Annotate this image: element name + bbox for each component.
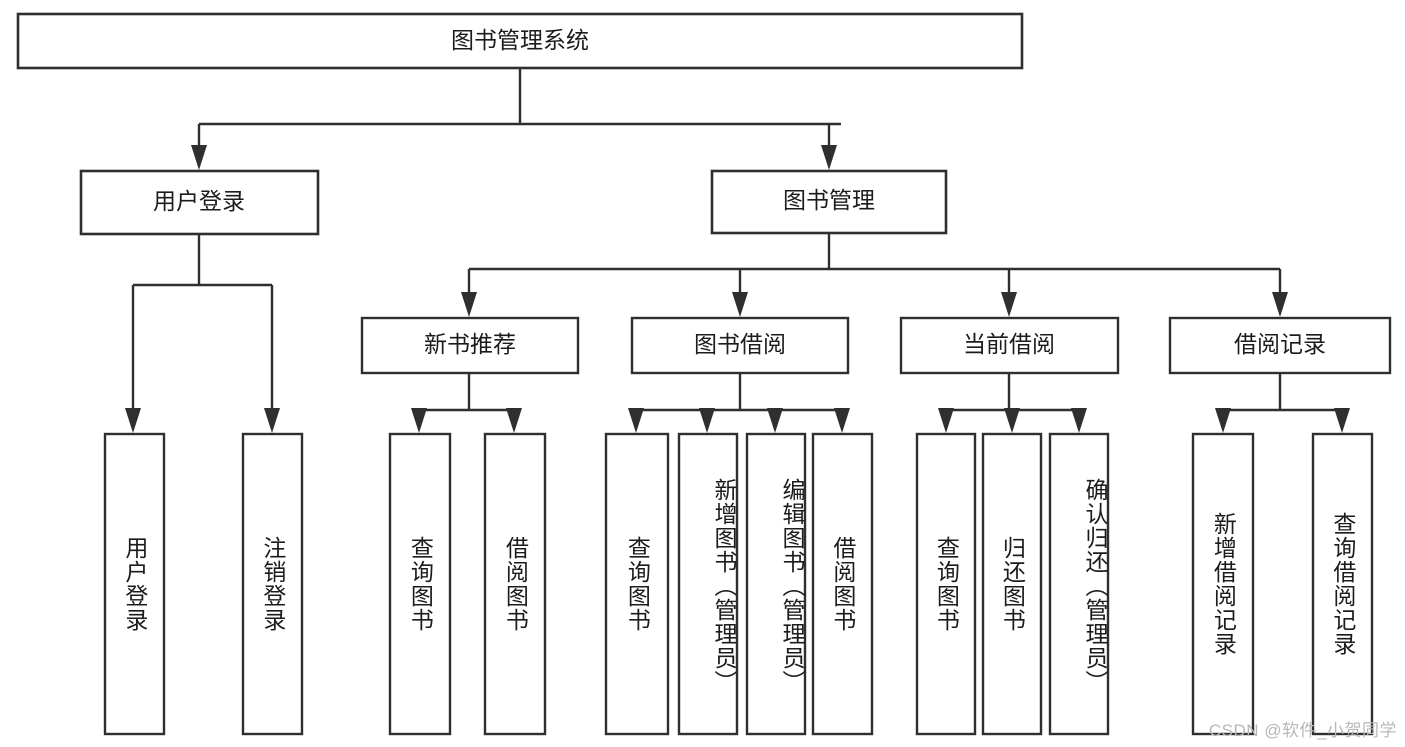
arrow-head-icon: [1001, 292, 1017, 317]
connector-user-login-to-leaves: [125, 234, 280, 433]
leaf-boxes: [103, 432, 1374, 736]
arrow-head-icon: [461, 292, 477, 317]
node-new-book-recommend-label: 新书推荐: [424, 331, 516, 357]
leaf-box[interactable]: [483, 432, 547, 736]
node-book-management[interactable]: 图书管理: [710, 169, 948, 235]
connector-book-borrow-to-leaves: [628, 373, 850, 433]
arrow-head-icon: [821, 145, 837, 170]
leaf-box[interactable]: [811, 432, 874, 736]
node-user-login-label: 用户登录: [153, 188, 245, 214]
connector-book-mgmt-to-level2: [461, 233, 1288, 317]
leaf-box[interactable]: [1048, 432, 1110, 736]
node-user-login[interactable]: 用户登录: [79, 169, 320, 236]
leaf-box[interactable]: [677, 432, 739, 736]
node-book-borrow[interactable]: 图书借阅: [630, 316, 850, 375]
leaf-box[interactable]: [1191, 432, 1255, 736]
node-book-management-label: 图书管理: [783, 187, 875, 213]
node-current-borrow[interactable]: 当前借阅: [899, 316, 1120, 375]
node-book-borrow-label: 图书借阅: [694, 331, 786, 357]
leaf-box[interactable]: [388, 432, 452, 736]
node-current-borrow-label: 当前借阅: [963, 331, 1055, 357]
node-root[interactable]: 图书管理系统: [16, 12, 1024, 70]
arrow-head-icon: [938, 408, 954, 433]
node-root-label: 图书管理系统: [451, 27, 589, 53]
arrow-head-icon: [699, 408, 715, 433]
node-borrow-record[interactable]: 借阅记录: [1168, 316, 1392, 375]
arrow-head-icon: [834, 408, 850, 433]
arrow-head-icon: [191, 145, 207, 170]
arrow-head-icon: [1071, 408, 1087, 433]
arrow-head-icon: [732, 292, 748, 317]
arrow-head-icon: [264, 408, 280, 433]
leaf-box[interactable]: [981, 432, 1043, 736]
connector-new-book-to-leaves: [411, 373, 522, 433]
arrow-head-icon: [1334, 408, 1350, 433]
leaf-box[interactable]: [241, 432, 304, 736]
arrow-head-icon: [1004, 408, 1020, 433]
node-new-book-recommend[interactable]: 新书推荐: [360, 316, 580, 375]
watermark-text: CSDN @软件_小贺同学: [1208, 721, 1397, 740]
arrow-head-icon: [628, 408, 644, 433]
node-borrow-record-label: 借阅记录: [1234, 331, 1326, 357]
arrow-head-icon: [1215, 408, 1231, 433]
arrow-head-icon: [411, 408, 427, 433]
arrow-head-icon: [506, 408, 522, 433]
arrow-head-icon: [1272, 292, 1288, 317]
connector-current-borrow-to-leaves: [938, 373, 1087, 433]
arrow-head-icon: [767, 408, 783, 433]
connector-borrow-record-to-leaves: [1215, 373, 1350, 433]
leaf-box[interactable]: [1311, 432, 1374, 736]
leaf-box[interactable]: [745, 432, 807, 736]
leaf-box[interactable]: [103, 432, 166, 736]
arrow-head-icon: [125, 408, 141, 433]
leaf-box[interactable]: [604, 432, 670, 736]
connector-root-to-level1: [191, 68, 841, 170]
leaf-box[interactable]: [915, 432, 977, 736]
